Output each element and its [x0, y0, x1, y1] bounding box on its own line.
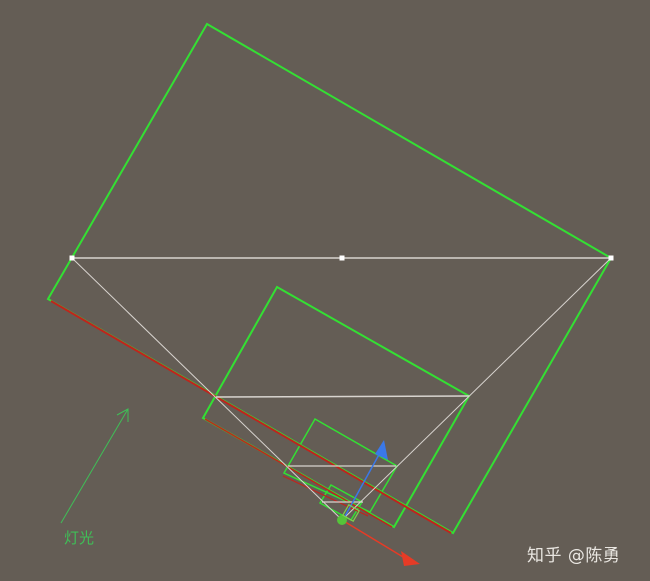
watermark: 知乎 @陈勇	[527, 546, 621, 566]
shadow-box-large	[46, 22, 613, 535]
light-direction-arrow-icon	[60, 408, 129, 524]
gizmo-x-axis	[341, 519, 409, 561]
near-plane-line-inner	[204, 418, 393, 528]
shadow-box-medium	[201, 285, 471, 529]
shadow-box-small	[282, 417, 399, 513]
blue-arrow-icon	[375, 440, 388, 460]
near-plane-line	[50, 300, 452, 534]
light-label: 灯光	[64, 529, 95, 547]
gizmo-plane-handle	[341, 503, 361, 523]
transform-gizmo[interactable]	[337, 440, 420, 566]
frustum-handle-center[interactable]	[339, 255, 345, 261]
red-arrow-icon	[401, 551, 420, 566]
gizmo-center	[337, 515, 347, 525]
frustum-handle-left[interactable]	[69, 255, 75, 261]
frustum-handle-right[interactable]	[608, 255, 614, 261]
camera-frustum	[71, 257, 612, 521]
near-plane-line-small	[282, 475, 369, 517]
gizmo-y-axis	[343, 450, 382, 519]
